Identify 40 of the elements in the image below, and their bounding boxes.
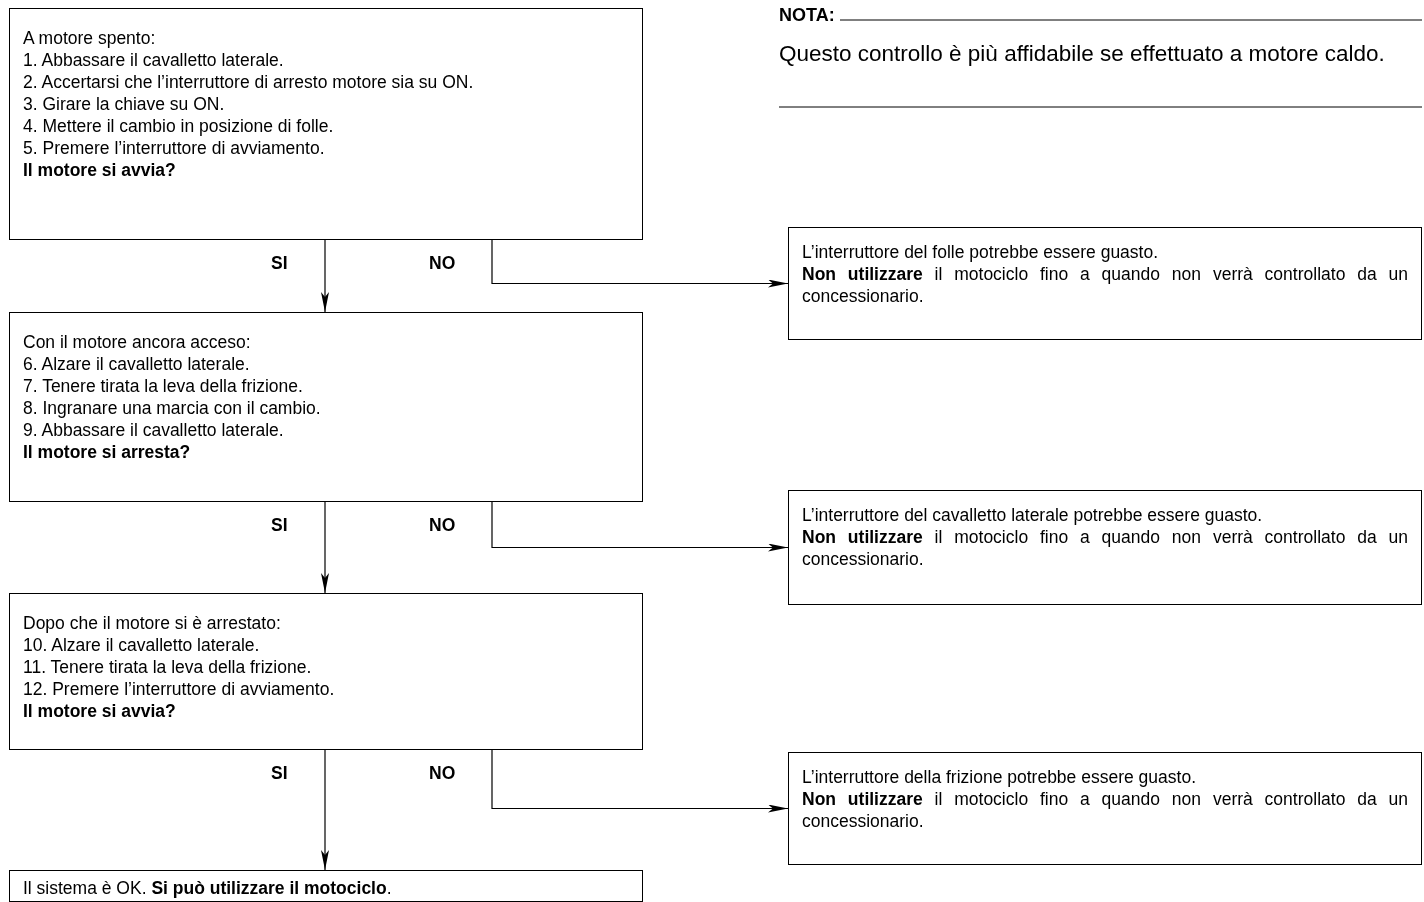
step-item: 5. Premere l’interruttore di avviamento. <box>23 137 326 159</box>
message-text: Il sistema è OK. Si può utilizzare il motociclo. <box>23 877 393 899</box>
step-box <box>9 593 643 750</box>
step-item: 3. Girare la chiave su ON. <box>23 93 226 115</box>
step-item: 6. Alzare il cavalletto laterale. <box>23 353 251 375</box>
question-text: Il motore si avvia? <box>23 700 177 722</box>
result-box <box>788 490 1422 605</box>
step-item: 11. Tenere tirata la leva della frizione. <box>23 656 313 678</box>
result-box <box>9 870 643 902</box>
arrow <box>321 749 329 871</box>
step-item: 12. Premere l’interruttore di avviamento. <box>23 678 336 700</box>
question-text: Il motore si arresta? <box>23 441 192 463</box>
arrow <box>491 749 789 813</box>
arrow <box>491 239 789 288</box>
question-text: Il motore si avvia? <box>23 159 177 181</box>
note-heading: NOTA: <box>779 5 835 26</box>
message-text: Non utilizzare il motociclo fino a quando non verrà controllato da un concessionario. <box>802 526 1408 570</box>
arrow <box>321 501 329 594</box>
note-text: Questo controllo è più affidabile se effettuato a motore caldo. <box>779 40 1386 68</box>
message-text: Non utilizzare il motociclo fino a quando non verrà controllato da un concessionario. <box>802 263 1408 307</box>
step-item: 9. Abbassare il cavalletto laterale. <box>23 419 285 441</box>
step-heading: Dopo che il motore si è arrestato: <box>23 612 282 634</box>
step-box <box>9 8 643 240</box>
message-text: L’interruttore della frizione potrebbe essere guasto. <box>802 766 1197 788</box>
step-item: 10. Alzare il cavalletto laterale. <box>23 634 261 656</box>
result-box <box>788 227 1422 340</box>
step-item: 8. Ingranare una marcia con il cambio. <box>23 397 322 419</box>
message-text: Non utilizzare il motociclo fino a quando non verrà controllato da un concessionario. <box>802 788 1408 832</box>
step-item: 4. Mettere il cambio in posizione di folle. <box>23 115 335 137</box>
arrow <box>321 239 329 313</box>
step-item: 7. Tenere tirata la leva della frizione. <box>23 375 304 397</box>
arrow <box>491 501 789 552</box>
message-text: L’interruttore del cavalletto laterale potrebbe essere guasto. <box>802 504 1264 526</box>
step-heading: Con il motore ancora acceso: <box>23 331 252 353</box>
step-item: 2. Accertarsi che l’interruttore di arresto motore sia su ON. <box>23 71 475 93</box>
step-box <box>9 312 643 502</box>
result-box <box>788 752 1422 865</box>
message-text: L’interruttore del folle potrebbe essere guasto. <box>802 241 1160 263</box>
step-item: 1. Abbassare il cavalletto laterale. <box>23 49 285 71</box>
step-heading: A motore spento: <box>23 27 157 49</box>
